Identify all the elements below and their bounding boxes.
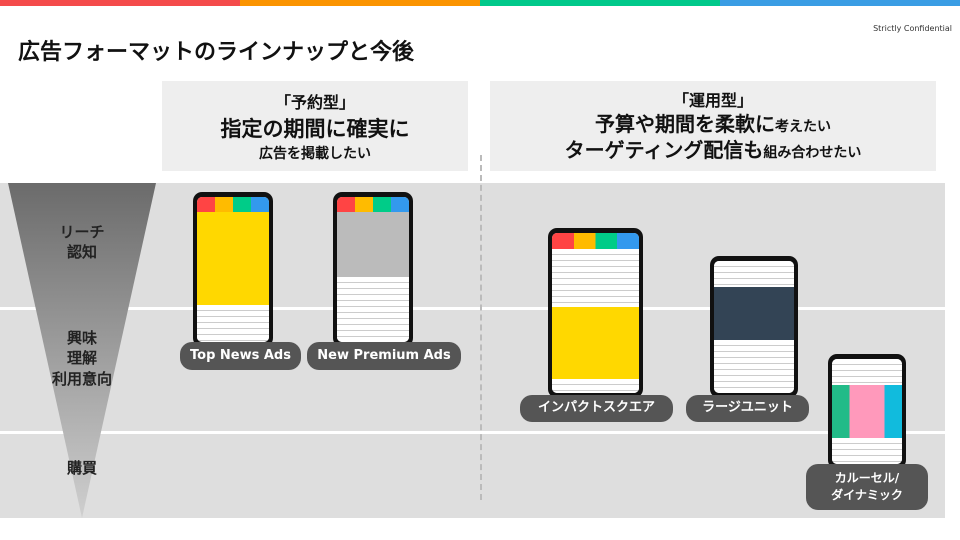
format-large-unit: ラージユニット — [686, 395, 809, 422]
color-bar-green — [480, 0, 720, 6]
format-carousel-dynamic: カルーセル/ ダイナミック — [806, 464, 928, 510]
format-new-premium-ads: New Premium Ads — [307, 342, 461, 370]
divider — [0, 307, 945, 310]
color-bar-blue — [720, 0, 960, 6]
funnel-stage-awareness: リーチ 認知 — [59, 223, 105, 262]
op-line2-big: ターゲティング配信も — [564, 138, 764, 162]
color-bar-red — [0, 0, 240, 6]
operational-type: 「運用型」 — [672, 91, 753, 110]
dashed-divider — [480, 155, 482, 500]
phone-mockup-new-premium — [333, 192, 413, 347]
format-top-news-ads: Top News Ads — [180, 342, 301, 370]
operational-box: 「運用型」 予算や期間を柔軟に考えたい ターゲティング配信も組み合わせたい — [490, 81, 936, 171]
confidential-label: Strictly Confidential — [873, 24, 952, 33]
phone-mockup-impact-square — [548, 228, 643, 398]
op-line2-small: 組み合わせたい — [763, 145, 862, 161]
divider — [0, 431, 945, 434]
reserved-line1: 指定の期間に確実に — [220, 117, 410, 141]
reserved-line2: 広告を掲載したい — [259, 146, 371, 162]
reserved-type: 「予約型」 — [274, 93, 355, 112]
funnel-stage-interest: 興味 理解 利用意向 — [51, 329, 112, 388]
format-impact-square: インパクトスクエア — [520, 395, 673, 422]
op-line1-small: 考えたい — [775, 119, 831, 135]
funnel-stage-purchase: 購買 — [66, 459, 97, 477]
page-title: 広告フォーマットのラインナップと今後 — [18, 40, 415, 65]
phone-mockup-carousel — [828, 354, 906, 469]
color-bar-orange — [240, 0, 480, 6]
reserved-box: 「予約型」 指定の期間に確実に 広告を掲載したい — [162, 81, 468, 171]
phone-mockup-top-news — [193, 192, 273, 347]
op-line1-big: 予算や期間を柔軟に — [595, 112, 775, 136]
phone-mockup-large-unit — [710, 256, 798, 398]
